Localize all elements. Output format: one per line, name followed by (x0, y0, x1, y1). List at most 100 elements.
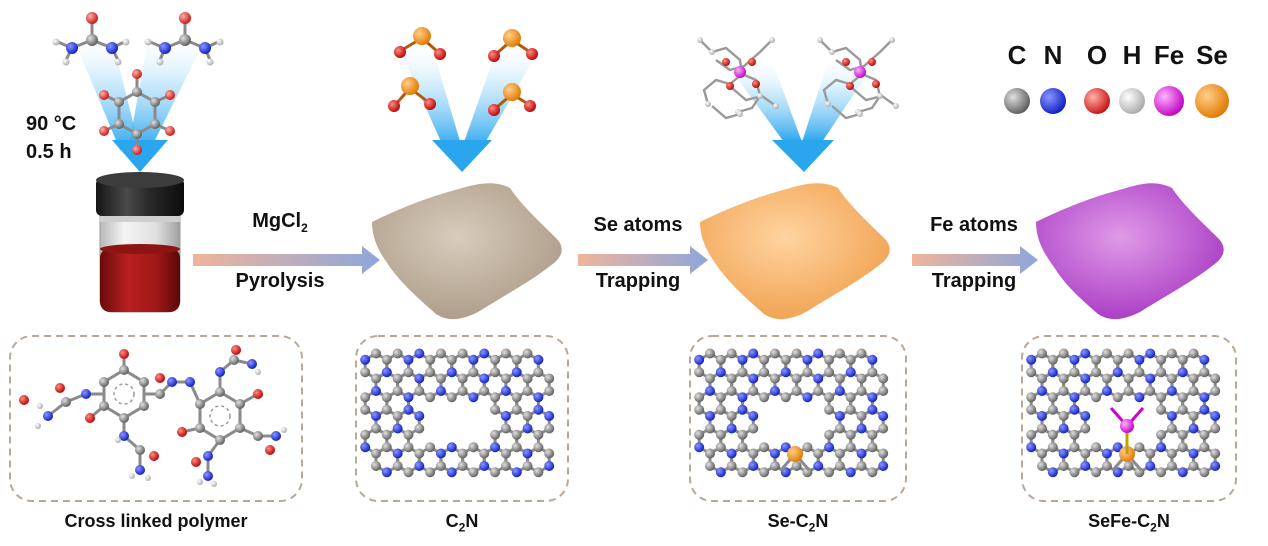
lattice-atom-c (533, 467, 544, 478)
lattice-atom-n (414, 348, 425, 359)
legend-atom-n (1040, 88, 1066, 114)
lattice-atom-c (791, 386, 802, 396)
lattice-atom-c (1037, 348, 1047, 359)
lattice-atom-n (446, 442, 457, 453)
lattice-atom-n (1037, 386, 1047, 396)
lattice-atom-c (533, 429, 544, 440)
legend-atom-se (1195, 84, 1229, 118)
lattice-atom-c (1156, 354, 1167, 365)
lattice-atom-c (1037, 423, 1047, 434)
lattice-atom-n (1101, 386, 1112, 396)
lattice-atom-n (1101, 448, 1112, 459)
lattice-atom-c (813, 448, 824, 459)
lattice-atom-c (726, 373, 737, 384)
lattice-atom-c (1199, 367, 1210, 378)
lattice-atom-c (1080, 386, 1091, 396)
lattice-atom-n (737, 404, 748, 415)
step1-label-bottom: Pyrolysis (235, 270, 325, 292)
lattice-atom-c (1166, 373, 1177, 384)
lattice-atom-n (544, 411, 555, 421)
lattice-atom-n (694, 442, 705, 453)
lattice-atom-n (726, 448, 737, 459)
lattice-atom-c (737, 367, 748, 378)
se-c2n-sheet (700, 183, 890, 320)
lattice-atom-c (360, 367, 371, 378)
step-arrow-pyrolysis (193, 246, 380, 274)
lattice-atom-c (533, 442, 544, 453)
lattice-atom-n (371, 411, 381, 421)
seo2-molecules (388, 27, 538, 116)
lattice-atom-c (1047, 442, 1058, 453)
lattice-atom-c (694, 429, 705, 440)
lattice-atom-c (533, 367, 544, 378)
lattice-atom-c (457, 448, 468, 459)
lattice-atom-c (500, 461, 511, 471)
legend-atom-fe (1154, 86, 1184, 116)
lattice-atom-c (759, 467, 770, 478)
lattice-atom-c (381, 442, 392, 453)
lattice-atom-c (878, 448, 889, 459)
legend-atom-c (1004, 88, 1030, 114)
lattice-atom-n (867, 354, 878, 365)
lattice-atom-n (403, 392, 414, 403)
lattice-atom-n (1047, 467, 1058, 478)
lattice-atom-c (457, 386, 468, 396)
lattice-atom-c (446, 392, 457, 403)
lattice-atom-n (500, 386, 511, 396)
lattice-atom-n (715, 467, 726, 478)
lattice-atom-c (490, 367, 501, 378)
lattice-atom-c (737, 442, 748, 453)
lattice-atom-c (490, 429, 501, 440)
lattice-atom-n (500, 411, 511, 421)
lattice-atom-c (544, 386, 555, 396)
se-c2n-structure-box (689, 335, 907, 502)
lattice-atom-c (856, 411, 867, 421)
lattice-atom-c (1177, 404, 1188, 415)
lattice-atom-c (705, 348, 715, 359)
lattice-atom-n (490, 442, 501, 453)
lattice-atom-n (705, 411, 715, 421)
lattice-atom-c (403, 442, 414, 453)
lattice-atom-n (1210, 411, 1221, 421)
lattice-atom-n (1026, 442, 1037, 453)
lattice-atom-c (1069, 429, 1080, 440)
lattice-atom-n (479, 373, 490, 384)
lattice-atom-c (1177, 392, 1188, 403)
lattice-atom-c (1026, 429, 1037, 440)
lattice-atom-n (834, 386, 845, 396)
lattice-atom-c (791, 461, 802, 471)
lattice-atom-c (1037, 373, 1047, 384)
lattice-atom-c (392, 348, 403, 359)
lattice-atom-c (1026, 367, 1037, 378)
lattice-atom-c (1177, 354, 1188, 365)
lattice-atom-n (1069, 354, 1080, 365)
lattice-atom-c (435, 461, 446, 471)
lattice-atom-n (878, 411, 889, 421)
lattice-atom-c (371, 423, 381, 434)
hexaketocyclohexane-molecule (99, 69, 175, 155)
lattice-atom-n (522, 448, 533, 459)
lattice-atom-c (414, 423, 425, 434)
lattice-atom-n (1188, 448, 1199, 459)
lattice-atom-c (769, 461, 780, 471)
lattice-atom-n (1166, 411, 1177, 421)
lattice-atom-c (403, 467, 414, 478)
sefe-c2n-sheet (1036, 183, 1224, 320)
lattice-atom-c (1199, 442, 1210, 453)
lattice-atom-c (834, 348, 845, 359)
lattice-atom-c (802, 467, 813, 478)
lattice-atom-n (824, 442, 835, 453)
lattice-atom-c (1156, 429, 1167, 440)
lattice-atom-c (1123, 461, 1134, 471)
lattice-atom-c (769, 373, 780, 384)
lattice-atom-n (748, 373, 759, 384)
lattice-atom-n (511, 467, 522, 478)
lattice-atom-n (856, 448, 867, 459)
lattice-atom-n (1199, 392, 1210, 403)
lattice-atom-n (1199, 404, 1210, 415)
beam-precursor (70, 30, 210, 172)
lattice-atom-n (533, 354, 544, 365)
lattice-atom-c (824, 392, 835, 403)
lattice-atom-c (1037, 461, 1047, 471)
